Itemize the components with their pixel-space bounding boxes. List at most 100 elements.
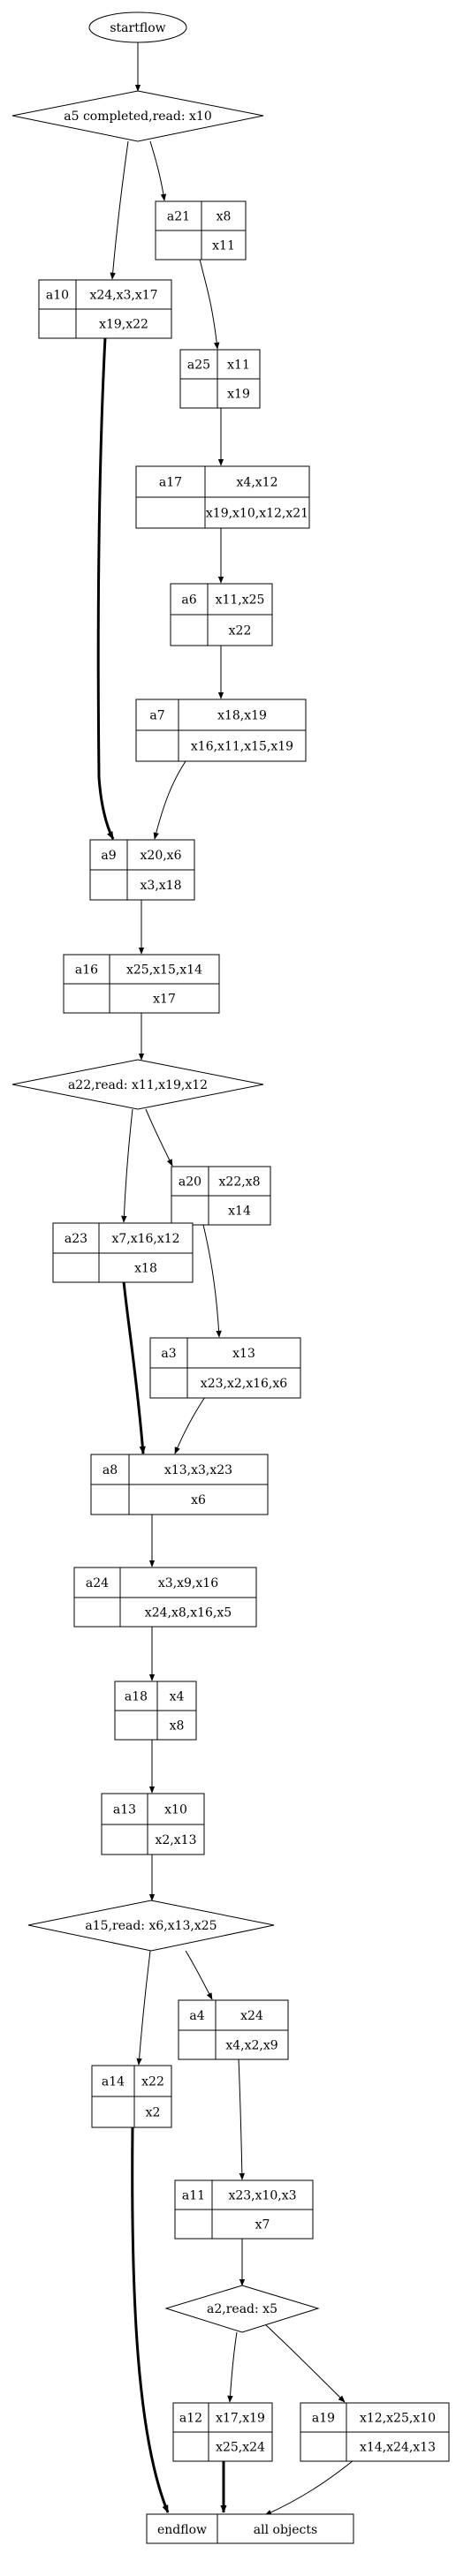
node-a18-top: x4 [170, 1690, 185, 1704]
decision-d3: a15,read: x6,x13,x25 [27, 1900, 275, 1952]
node-a3-name: a3 [161, 1347, 176, 1361]
decision-d4: a2,read: x5 [164, 2285, 320, 2333]
end-node: endflow all objects [146, 2513, 354, 2544]
node-a24: a24 x3,x9,x16 x24,x8,x16,x5 [73, 1567, 257, 1628]
node-a19-bottom: x14,x24,x13 [360, 2441, 436, 2455]
edge-a7-a9 [153, 760, 186, 840]
node-a18-name: a18 [125, 1690, 148, 1704]
node-a14-name: a14 [102, 2075, 125, 2089]
node-a14-top: x22 [141, 2075, 164, 2089]
node-a9-top: x20,x6 [141, 849, 182, 863]
node-a12-name: a12 [179, 2412, 202, 2426]
node-a9-bottom: x3,x18 [141, 879, 182, 893]
node-a13-top: x10 [164, 1803, 187, 1817]
edge-d3-a4 [185, 1950, 213, 2000]
edge-a19-end [264, 2459, 354, 2516]
node-a9-name: a9 [101, 849, 116, 863]
node-a14: a14 x22 x2 [91, 2065, 172, 2128]
node-a4: a4 x24 x4,x2,x9 [178, 1999, 289, 2060]
node-a19: a19 x12,x25,x10 x14,x24,x13 [300, 2402, 450, 2462]
decision-d1: a5 completed,read: x10 [11, 90, 264, 142]
node-a16-top: x25,x15,x14 [126, 963, 202, 978]
node-a23-top: x7,x16,x12 [111, 1232, 179, 1246]
node-a23-name: a23 [65, 1232, 87, 1246]
node-a3: a3 x13 x23,x2,x16,x6 [149, 1337, 301, 1399]
node-a13: a13 x10 x2,x13 [101, 1793, 205, 1855]
node-a16-name: a16 [75, 963, 98, 978]
edge-d4-a12 [227, 2331, 238, 2403]
node-a18-bottom: x8 [170, 1719, 185, 1734]
node-a14-bottom: x2 [146, 2106, 161, 2120]
node-a8-top: x13,x3,x23 [164, 1463, 232, 1477]
node-a18: a18 x4 x8 [114, 1681, 197, 1741]
node-a8: a8 x13,x3,x23 x6 [90, 1454, 269, 1515]
node-a8-bottom: x6 [191, 1493, 206, 1507]
decision-d3-label: a15,read: x6,x13,x25 [85, 1919, 217, 1933]
node-a7-bottom: x16,x11,x15,x19 [191, 740, 293, 754]
edge-d2-a20 [145, 1108, 173, 1167]
node-a23: a23 x7,x16,x12 x18 [52, 1222, 194, 1283]
edge-a20-a3 [202, 1224, 222, 1338]
decision-d4-label: a2,read: x5 [207, 2302, 277, 2316]
edge-a10-a9 [96, 336, 115, 840]
node-a13-bottom: x2,x13 [156, 1833, 197, 1847]
node-a10-name: a10 [46, 289, 69, 303]
decision-d2-label: a22,read: x11,x19,x12 [68, 1078, 208, 1092]
node-a12-bottom: x25,x24 [216, 2441, 265, 2455]
node-a20-top: x22,x8 [219, 1175, 261, 1190]
edge-d4-a19 [264, 2323, 346, 2403]
node-a25-bottom: x19 [227, 388, 250, 402]
node-a11-top: x23,x10,x3 [228, 2189, 296, 2203]
node-a4-top: x24 [240, 2009, 263, 2023]
node-a21-name: a21 [167, 210, 190, 224]
node-a12-top: x17,x19 [216, 2412, 265, 2426]
node-a19-top: x12,x25,x10 [360, 2412, 436, 2426]
node-a24-top: x3,x9,x16 [158, 1576, 218, 1590]
node-a25-top: x11 [227, 359, 250, 373]
node-a11: a11 x23,x10,x3 x7 [174, 2179, 314, 2240]
edge-a4-a11 [238, 2058, 246, 2180]
node-a4-name: a4 [189, 2009, 204, 2023]
node-a6: a6 x11,x25 x22 [170, 583, 273, 646]
node-a11-name: a11 [182, 2189, 205, 2203]
node-a20-name: a20 [179, 1175, 201, 1190]
node-a3-top: x13 [232, 1347, 255, 1361]
node-a21-top: x8 [217, 210, 232, 224]
node-a24-name: a24 [86, 1576, 109, 1590]
node-a19-name: a19 [312, 2412, 335, 2426]
node-a6-top: x11,x25 [216, 593, 265, 608]
node-a11-bottom: x7 [255, 2218, 270, 2232]
node-a6-bottom: x22 [229, 624, 252, 638]
edges [96, 42, 354, 2516]
node-a9: a9 x20,x6 x3,x18 [89, 839, 195, 901]
node-a8-name: a8 [103, 1463, 118, 1477]
node-a10-bottom: x19,x22 [99, 318, 148, 332]
end-left-label: endflow [157, 2523, 207, 2537]
edge-a23-a8 [122, 1280, 146, 1454]
start-label: startflow [110, 21, 165, 35]
edge-a21-a25 [199, 258, 220, 350]
node-a4-bottom: x4,x2,x9 [225, 2039, 277, 2053]
decision-d2: a22,read: x11,x19,x12 [11, 1059, 264, 1110]
node-a24-bottom: x24,x8,x16,x5 [145, 1606, 232, 1620]
node-a10-top: x24,x3,x17 [89, 289, 157, 303]
node-a7-name: a7 [149, 709, 164, 723]
end-right-label: all objects [254, 2523, 317, 2537]
node-a13-name: a13 [113, 1803, 136, 1817]
node-a3-bottom: x23,x2,x16,x6 [201, 1377, 287, 1391]
node-a25-name: a25 [187, 359, 210, 373]
node-a10: a10 x24,x3,x17 x19,x22 [38, 279, 172, 339]
node-a23-bottom: x18 [134, 1262, 157, 1276]
node-a16-bottom: x17 [153, 993, 176, 1007]
edge-a3-a8 [174, 1396, 206, 1454]
node-a6-name: a6 [181, 593, 196, 608]
node-a17-top: x4,x12 [237, 476, 278, 490]
node-a17-name: a17 [159, 476, 182, 490]
edge-d1-a21 [149, 140, 167, 201]
